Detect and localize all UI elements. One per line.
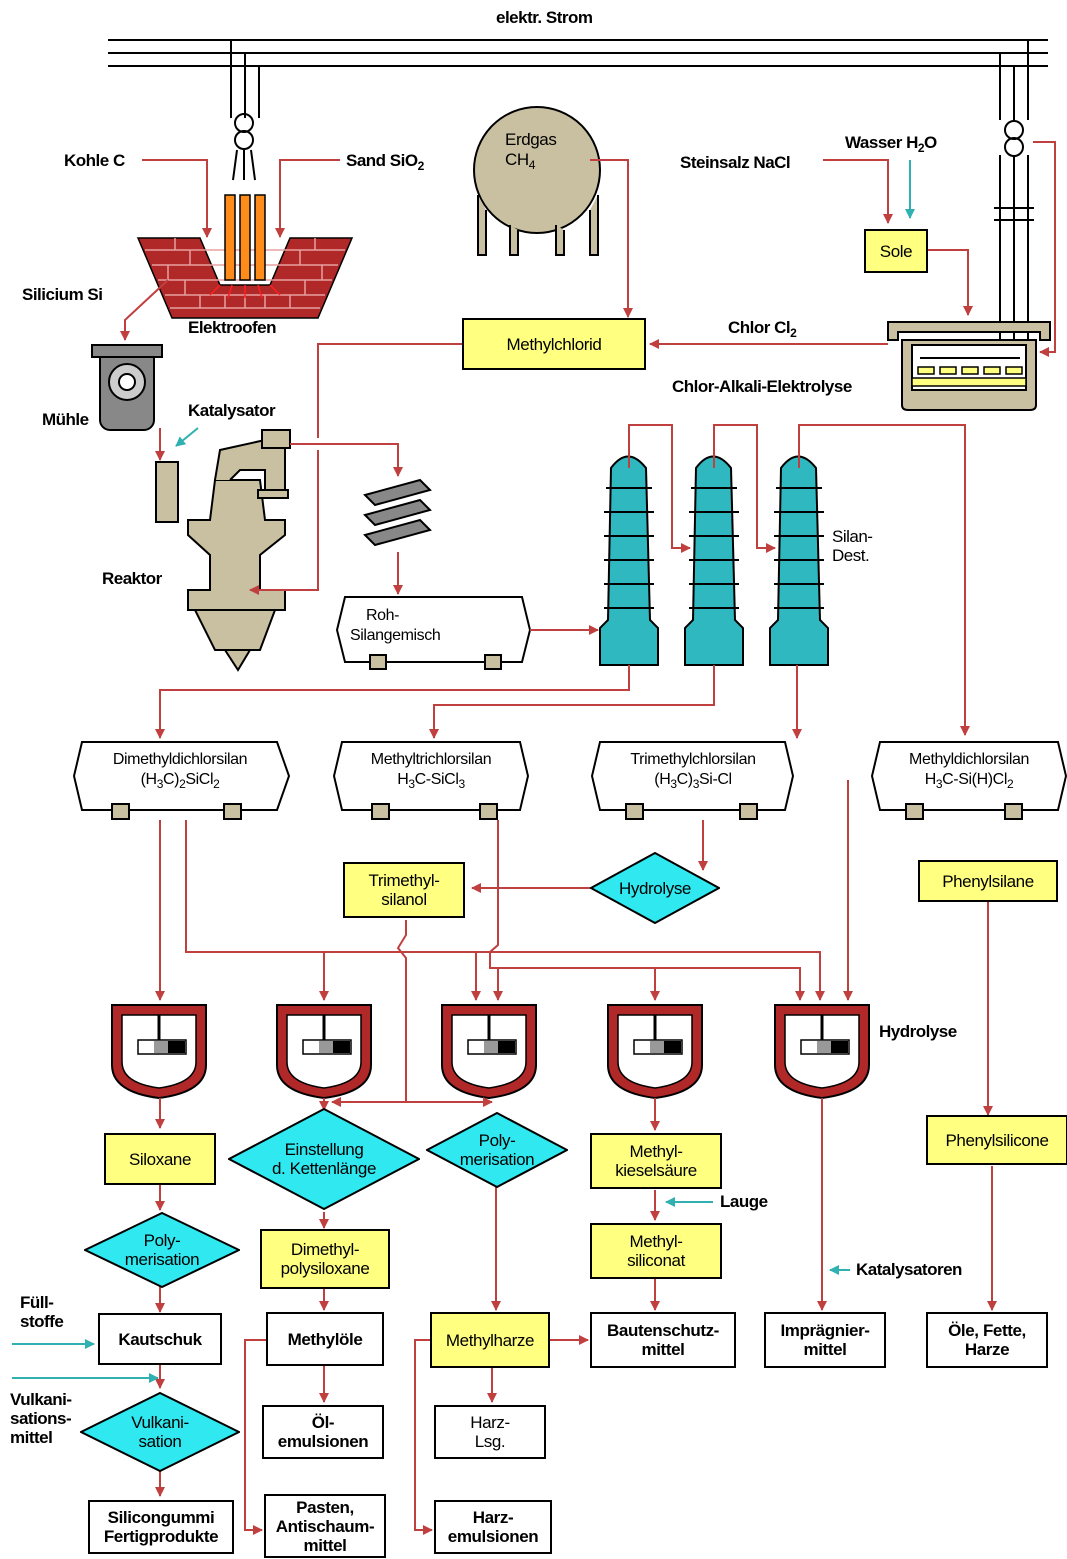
- distillation-columns: [599, 455, 829, 666]
- polymerisation-diamond-1: Poly-merisation: [84, 1212, 240, 1288]
- pasten-box: Pasten,Antischaum-mittel: [264, 1494, 386, 1558]
- oele-fette-box: Öle, Fette,Harze: [926, 1312, 1048, 1368]
- vulk-agent-label: Vulkani-sations-mittel: [10, 1390, 72, 1447]
- power-bus: [108, 39, 1048, 340]
- silane-dest-label: Silan-Dest.: [832, 527, 873, 565]
- phenylsilane-box: Phenylsilane: [918, 860, 1058, 902]
- silikonat-box: Methyl-siliconat: [590, 1223, 722, 1279]
- bautenschutz-box: Bautenschutz-mittel: [590, 1312, 736, 1368]
- vulkanisation-diamond: Vulkani-sation: [80, 1392, 240, 1472]
- phenylsilicone-box: Phenylsilicone: [926, 1115, 1067, 1165]
- kautschuk-box: Kautschuk: [98, 1313, 222, 1365]
- methylchloride-box: Methylchlorid: [462, 318, 646, 370]
- electrolysis-label: Chlor-Alkali-Elektrolyse: [672, 377, 852, 396]
- impraegnier-box: Imprägnier-mittel: [764, 1312, 886, 1368]
- transformer-left: [232, 113, 256, 181]
- lauge-label: Lauge: [720, 1192, 768, 1211]
- methylkiesel-box: Methyl-kieselsäure: [590, 1133, 722, 1189]
- hydrolysis-reactor-5: [774, 1004, 870, 1100]
- chlorine-label: Chlor Cl2: [728, 318, 797, 340]
- hydrolysis-reactor-2: [276, 1004, 372, 1100]
- siloxane-box: Siloxane: [104, 1133, 216, 1185]
- hydrolysis-reactors: [111, 1004, 870, 1100]
- harzemulsionen-box: Harz-emulsionen: [434, 1500, 552, 1554]
- tank-trimethyl: [590, 741, 795, 820]
- hydrolysis-diamond: Hydrolyse: [590, 852, 720, 924]
- mill: [91, 344, 163, 431]
- tank-raw-silane: [335, 596, 532, 670]
- methyloele-box: Methylöle: [266, 1312, 384, 1366]
- teal-arrows: [12, 160, 915, 1383]
- tank-methyldi: [870, 741, 1067, 820]
- dimethylpoly-box: Dimethyl-polysiloxane: [260, 1229, 390, 1289]
- salt-label: Steinsalz NaCl: [680, 153, 791, 172]
- katalysatoren-label: Katalysatoren: [856, 1260, 962, 1279]
- tank-dimethyl: [72, 741, 291, 820]
- coal-label: Kohle C: [64, 151, 125, 170]
- furnace-label: Elektroofen: [188, 318, 277, 337]
- sand-label: Sand SiO2: [346, 151, 424, 173]
- fillers-label: Füll-stoffe: [20, 1293, 64, 1331]
- furnace: [136, 194, 354, 319]
- dimethyl-label: Dimethyldichlorsilan(H3C)2SiCl2: [112, 751, 248, 791]
- harzlsg-box: Harz-Lsg.: [434, 1405, 546, 1459]
- hydrolysis-reactor-4: [607, 1004, 703, 1100]
- transformer-right: [994, 120, 1034, 221]
- reactor-label: Reaktor: [102, 569, 162, 588]
- screw-separator: [363, 478, 432, 547]
- water-label: Wasser H2O: [845, 133, 937, 155]
- trimethyl-label: Trimethylchlorsilan(H3C)3Si-Cl: [630, 751, 756, 791]
- tank-methyltri: [332, 741, 530, 820]
- hydrolysis-reactor-1: [111, 1004, 207, 1100]
- reactor: [155, 429, 291, 672]
- brine-box: Sole: [864, 229, 928, 273]
- raw-silane-label: Roh-Silangemisch: [350, 607, 441, 644]
- trimethylsilanol-box: Trimethyl-silanol: [343, 862, 465, 918]
- power-label: elektr. Strom: [496, 8, 593, 27]
- oelemulsionen-box: Öl-emulsionen: [262, 1405, 384, 1459]
- gas-tank: [473, 106, 601, 256]
- methylharze-box: Methylharze: [430, 1312, 550, 1368]
- polymerisation-diamond-2: Poly-merisation: [426, 1112, 568, 1188]
- hydrolysis-label: Hydrolyse: [879, 1022, 957, 1041]
- mill-label: Mühle: [42, 410, 89, 429]
- silicon-label: Silicium Si: [22, 285, 103, 304]
- hydrolysis-reactor-3: [441, 1004, 537, 1100]
- red-arrows: [120, 141, 1056, 1535]
- electrolysis-cell: [887, 321, 1051, 411]
- catalyst-label: Katalysator: [188, 401, 276, 420]
